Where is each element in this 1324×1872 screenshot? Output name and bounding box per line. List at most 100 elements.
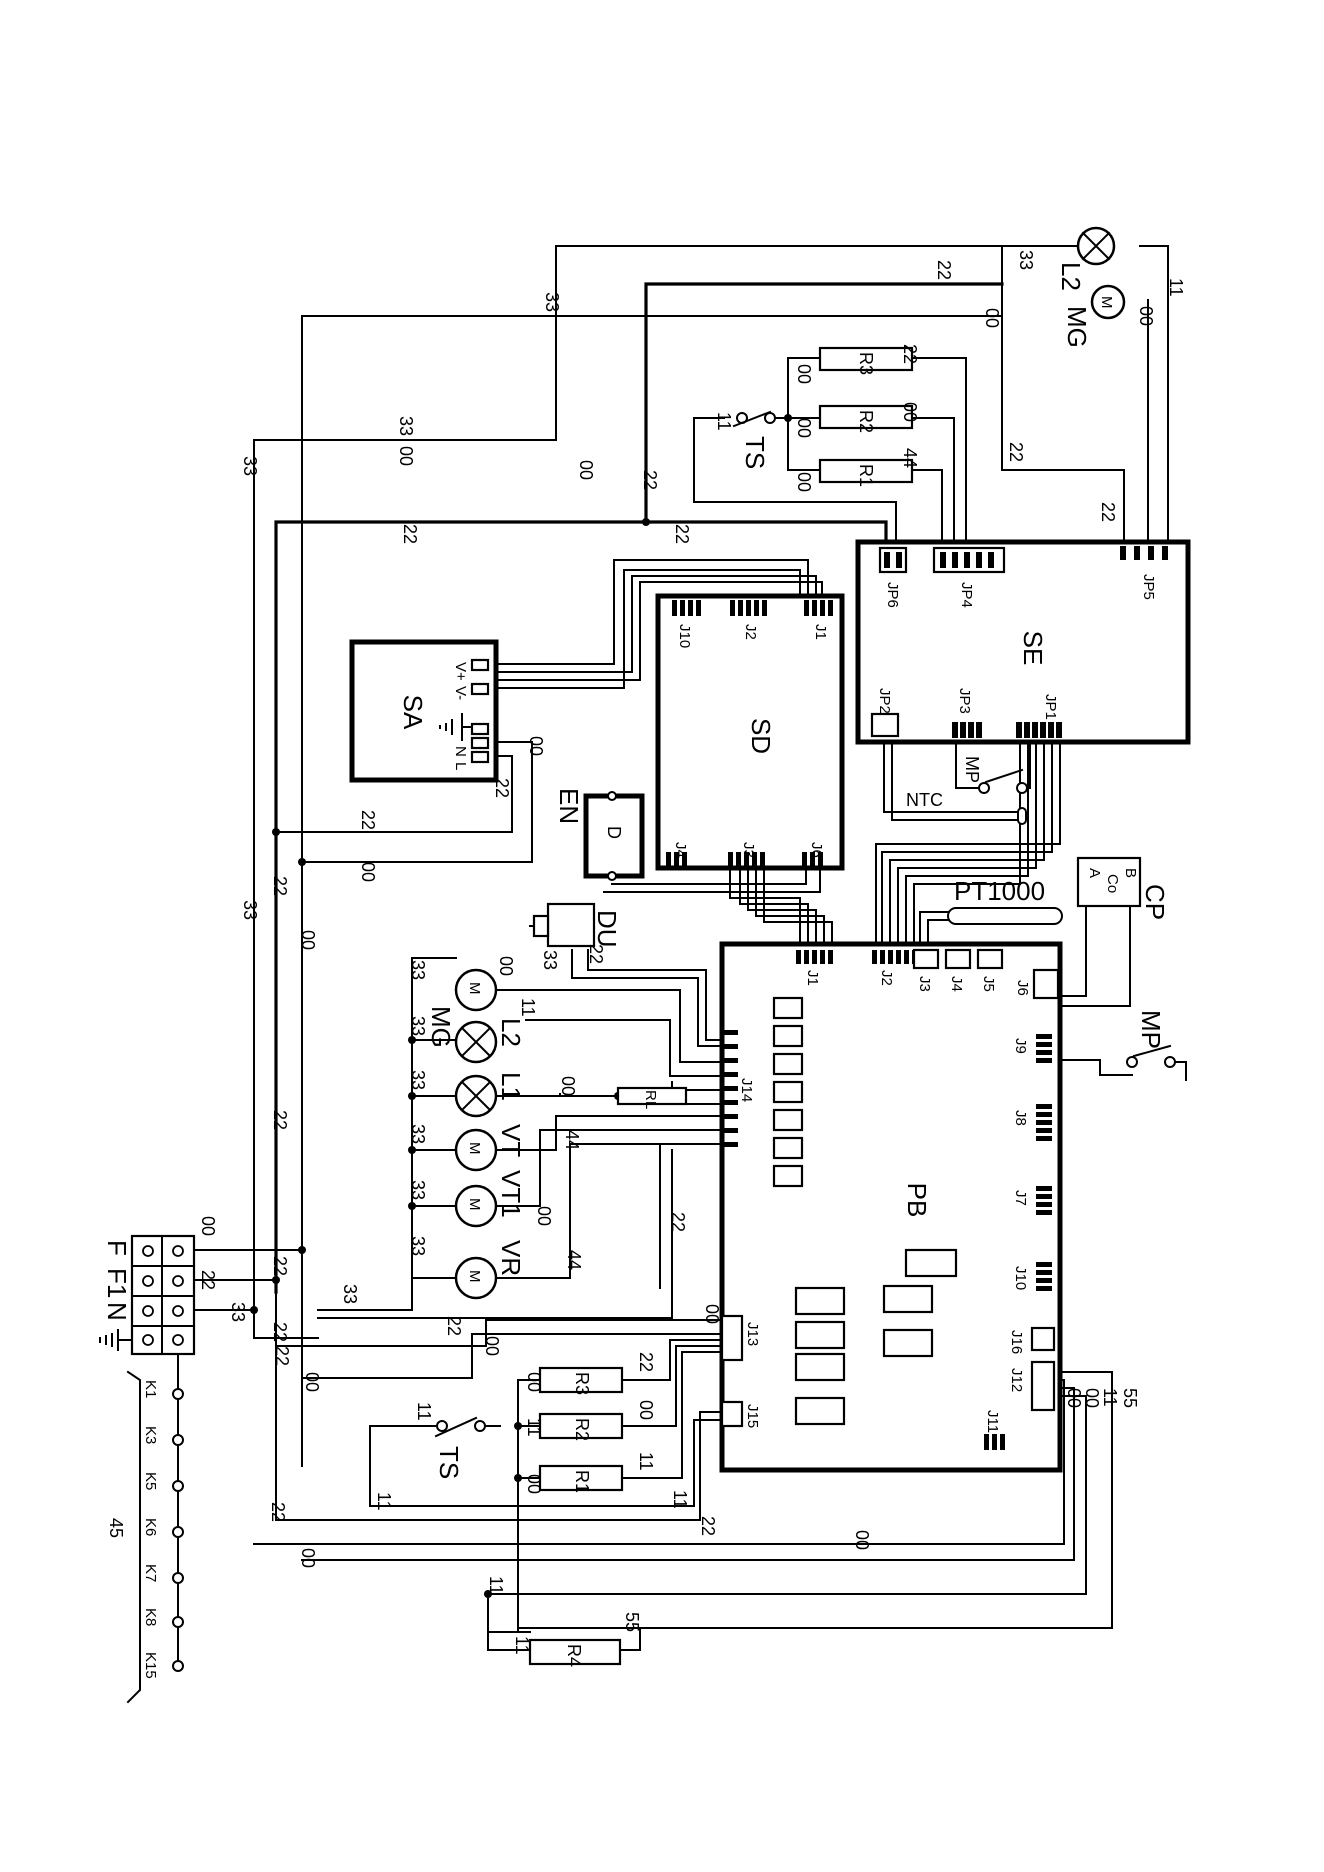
pressure-switch-mp-right: MP — [1126, 1010, 1176, 1068]
svg-text:33: 33 — [408, 1236, 428, 1256]
svg-text:J1: J1 — [812, 624, 829, 640]
connector-pb-j12: J12 — [1008, 1360, 1056, 1412]
svg-text:00: 00 — [852, 1530, 872, 1550]
connector-pb-j4: J4 — [944, 948, 972, 992]
svg-text:00: 00 — [636, 1400, 656, 1420]
connector-pb-j8: J8 — [1012, 1104, 1052, 1141]
svg-text:33: 33 — [408, 1124, 428, 1144]
relay-terminal-k8 — [172, 1616, 184, 1628]
svg-text:22: 22 — [640, 470, 660, 490]
svg-text:00: 00 — [496, 956, 516, 976]
svg-text:J3: J3 — [916, 976, 933, 992]
svg-text:11: 11 — [670, 1490, 690, 1509]
connector-pb-j3: J3 — [912, 948, 940, 992]
svg-text:D: D — [604, 826, 624, 839]
board-sd-label: SD — [746, 718, 776, 754]
svg-text:V+: V+ — [452, 662, 469, 681]
svg-text:J15: J15 — [744, 1404, 761, 1428]
svg-text:M: M — [1098, 296, 1115, 309]
vt-label: VT — [496, 1124, 526, 1157]
svg-text:00: 00 — [526, 736, 546, 756]
motor-vt: M VT — [454, 1124, 526, 1172]
du-label: DU — [592, 910, 622, 948]
svg-text:22: 22 — [1006, 442, 1026, 462]
power-supply-sa: SA V+ V- N L — [349, 639, 499, 783]
board-se: SE JP5 JP4 JP6 JP2 — [855, 539, 1191, 745]
svg-text:B: B — [1122, 868, 1139, 878]
svg-text:JP6: JP6 — [884, 582, 901, 608]
svg-text:J2: J2 — [878, 970, 895, 986]
relay-label-k5: K5 — [142, 1472, 159, 1490]
svg-text:J6: J6 — [1014, 980, 1031, 996]
svg-text:22: 22 — [270, 1256, 290, 1276]
connector-pb-j16: J16 — [1008, 1326, 1056, 1354]
svg-text:J9: J9 — [1012, 1038, 1029, 1054]
svg-text:22: 22 — [270, 1110, 290, 1130]
l2-label: L2 — [496, 1018, 526, 1047]
svg-text:33: 33 — [396, 416, 416, 436]
lamp-l2-top: L2 — [1056, 226, 1116, 291]
svg-text:00: 00 — [298, 930, 318, 950]
svg-text:00: 00 — [524, 1474, 544, 1494]
svg-text:33: 33 — [1016, 250, 1036, 270]
connector-sd-j10: J10 — [672, 600, 701, 648]
svg-text:J1: J1 — [804, 970, 821, 986]
svg-text:11: 11 — [524, 1418, 544, 1437]
svg-text:44: 44 — [564, 1250, 584, 1270]
motor-mg-top: M MG — [1062, 284, 1126, 348]
svg-text:V-: V- — [452, 686, 469, 700]
svg-text:11: 11 — [1100, 1388, 1120, 1407]
encoder-en: EN D — [554, 788, 645, 881]
svg-text:11: 11 — [714, 412, 734, 431]
svg-text:J10: J10 — [1012, 1266, 1029, 1290]
connector-pb-j11: J11 — [984, 1410, 1005, 1450]
svg-text:N: N — [452, 746, 469, 757]
svg-text:22: 22 — [444, 1316, 464, 1336]
svg-text:J10: J10 — [676, 624, 693, 648]
svg-text:22: 22 — [358, 810, 378, 830]
relay-label-k8: K8 — [142, 1608, 159, 1626]
connector-jp2: JP2 — [870, 688, 900, 738]
svg-text:00: 00 — [576, 460, 596, 480]
earth-icon — [99, 1329, 133, 1351]
svg-text:JP5: JP5 — [1140, 574, 1157, 600]
connector-jp4: JP4 — [932, 546, 1006, 608]
terminal-n-label: N — [102, 1302, 132, 1321]
connector-sd-j3: J3 — [728, 842, 765, 866]
relay-label-k1: K1 — [142, 1380, 159, 1398]
svg-text:44: 44 — [900, 448, 920, 468]
svg-text:R2: R2 — [572, 1418, 592, 1441]
ts-top-label: TS — [740, 436, 770, 469]
svg-text:33: 33 — [408, 960, 428, 980]
relay-label-k15: K15 — [142, 1652, 159, 1679]
svg-text:22: 22 — [272, 1346, 292, 1366]
svg-text:M: M — [466, 1270, 483, 1283]
svg-text:JP2: JP2 — [876, 688, 893, 714]
svg-text:22: 22 — [400, 524, 420, 544]
svg-text:00: 00 — [1082, 1388, 1102, 1408]
svg-text:J12: J12 — [1008, 1368, 1025, 1392]
relay-label-k3: K3 — [142, 1426, 159, 1444]
svg-text:11: 11 — [1166, 278, 1186, 297]
mg-label: MG — [426, 1006, 456, 1048]
sensor-pt1000: PT1000 — [947, 876, 1063, 925]
svg-text:33: 33 — [408, 1016, 428, 1036]
svg-text:JP1: JP1 — [1042, 694, 1059, 720]
relay-label-k6: K6 — [142, 1518, 159, 1536]
mp-top-label: MP — [962, 756, 982, 783]
svg-text:22: 22 — [900, 344, 920, 364]
svg-text:J5: J5 — [980, 976, 997, 992]
svg-text:11: 11 — [374, 1492, 394, 1511]
svg-text:00: 00 — [298, 1548, 318, 1568]
svg-text:11: 11 — [636, 1452, 656, 1471]
svg-text:22: 22 — [1098, 502, 1118, 522]
svg-text:00: 00 — [794, 472, 814, 492]
svg-text:M: M — [466, 982, 483, 995]
pressure-sensor-cp: B Co A CP — [1076, 856, 1170, 920]
svg-text:00: 00 — [900, 402, 920, 422]
connector-sd-j6: J6 — [802, 842, 825, 866]
relay-terminal-k3 — [172, 1434, 184, 1446]
svg-text:R4: R4 — [564, 1644, 584, 1667]
svg-text:55: 55 — [622, 1612, 642, 1632]
board-pb-label: PB — [902, 1183, 932, 1218]
